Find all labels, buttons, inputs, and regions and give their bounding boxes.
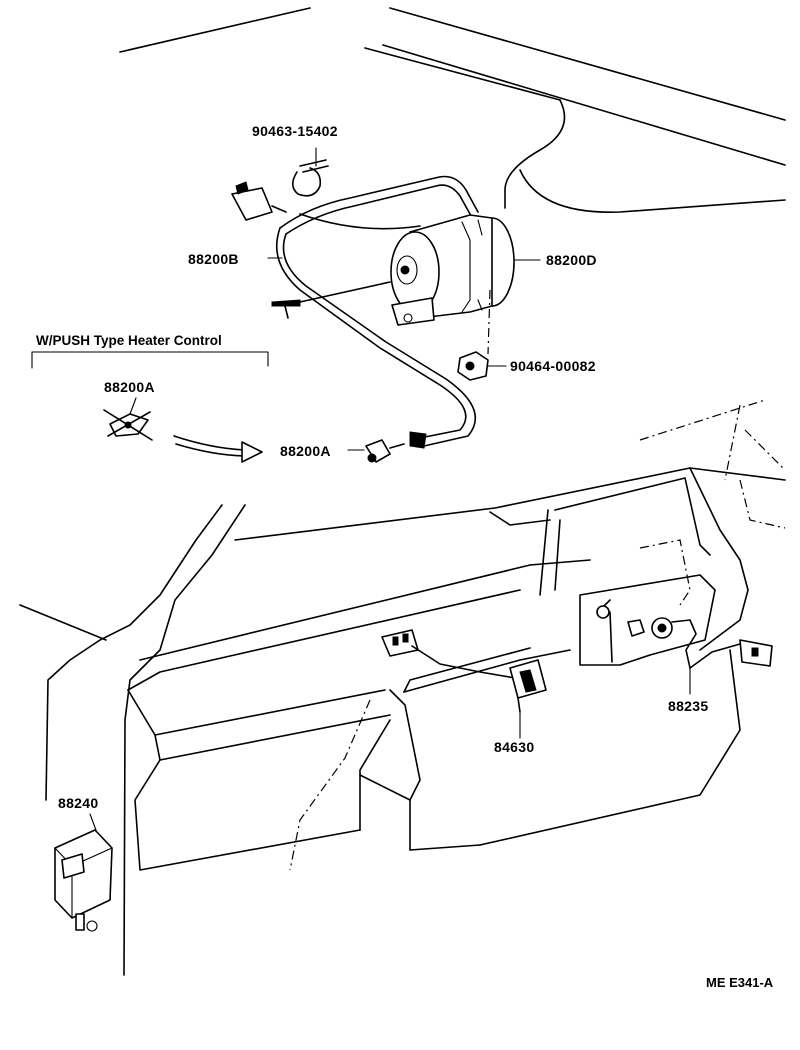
label-harness-88235: 88235 [668, 698, 708, 714]
relay-88240 [54, 813, 113, 932]
switch-84630 [509, 659, 547, 739]
labels: 90463-15402 88200B 88200D W/PUSH Type He… [36, 123, 774, 990]
assembly-arrow [173, 435, 263, 463]
clamp-90463-15402 [291, 147, 329, 197]
label-clamp-90463-15402: 90463-15402 [252, 123, 338, 139]
label-88200a-center: 88200A [280, 443, 331, 459]
clip-90464-00082 [457, 289, 507, 381]
sub-assembly-88200a-left [103, 397, 153, 441]
connector-panel-left [381, 629, 516, 679]
windshield-outline [119, 7, 786, 213]
blower-motor-88200d [271, 214, 515, 326]
control-cable-88200b [231, 175, 479, 449]
label-cable-88200b: 88200B [188, 251, 239, 267]
label-88200a-left: 88200A [104, 379, 155, 395]
leader-lines [267, 257, 541, 451]
phantom-lines [289, 399, 786, 871]
instrument-panel [127, 467, 786, 871]
sub-assembly-88200a-center [349, 439, 405, 463]
left-pillar [19, 504, 246, 976]
label-motor-88200d: 88200D [546, 252, 597, 268]
harness-88235 [627, 617, 773, 695]
label-relay-88240: 88240 [58, 795, 98, 811]
label-push-type-note: W/PUSH Type Heater Control [36, 333, 222, 348]
label-clip-90464-00082: 90464-00082 [510, 358, 596, 374]
push-type-bracket [31, 351, 269, 369]
label-switch-84630: 84630 [494, 739, 534, 755]
diagram-code: ME E341-A [706, 975, 774, 990]
